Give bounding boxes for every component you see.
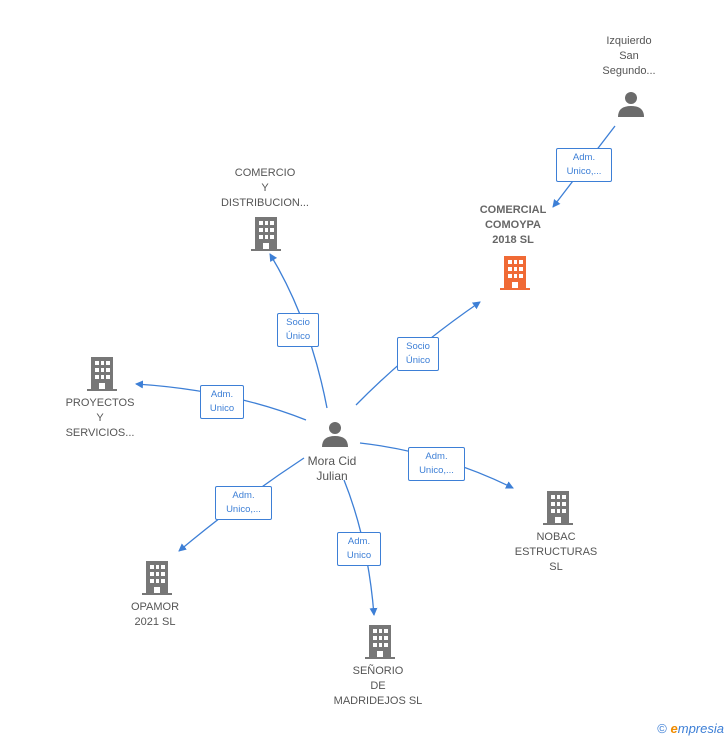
- node-label-comercio[interactable]: COMERCIO Y DISTRIBUCION...: [195, 166, 335, 211]
- node-label-nobac[interactable]: NOBAC ESTRUCTURAS SL: [486, 530, 626, 575]
- label-line: ESTRUCTURAS: [514, 546, 598, 558]
- person-icon[interactable]: [321, 420, 349, 448]
- edge-label-center-comoypa[interactable]: Socio Único: [397, 337, 439, 371]
- node-label-izquierdo[interactable]: Izquierdo San Segundo...: [559, 34, 699, 79]
- edge-label-line: Adm.: [210, 389, 234, 400]
- building-icon[interactable]: [365, 625, 395, 659]
- edge-label-center-nobac[interactable]: Adm. Unico,...: [408, 447, 465, 481]
- edge-label-line: Unico,...: [419, 465, 454, 476]
- label-line: COMERCIO: [234, 167, 296, 179]
- edge-label-center-comercio[interactable]: Socio Único: [277, 313, 319, 347]
- edge-label-line: Socio: [406, 341, 430, 352]
- label-line: Y: [261, 182, 269, 194]
- label-line: COMOYPA: [484, 219, 542, 231]
- person-icon[interactable]: [617, 90, 645, 118]
- label-line: NOBAC: [536, 531, 576, 543]
- node-label-opamor[interactable]: OPAMOR 2021 SL: [85, 600, 225, 630]
- label-line: Mora Cid: [307, 454, 357, 468]
- label-line: 2021 SL: [134, 616, 176, 628]
- edge-label-line: Adm.: [425, 451, 448, 462]
- brand-footer[interactable]: © empresia: [657, 721, 724, 736]
- edge-label-center-senorio[interactable]: Adm. Unico: [337, 532, 381, 566]
- label-line: DE: [370, 680, 386, 692]
- edge-label-line: Único: [285, 331, 311, 342]
- edge-label-line: Unico: [346, 550, 372, 561]
- edge-label-line: Adm.: [572, 152, 596, 163]
- brand-name: mpresia: [677, 721, 724, 736]
- edge-label-line: Único: [405, 355, 431, 366]
- label-line: MADRIDEJOS SL: [333, 695, 423, 707]
- label-line: PROYECTOS: [65, 397, 135, 409]
- label-line: Julian: [316, 469, 348, 483]
- edge-label-line: Unico,...: [226, 504, 261, 515]
- edge-label-line: Unico: [209, 403, 235, 414]
- label-line: COMERCIAL: [479, 204, 547, 216]
- node-label-senorio[interactable]: SEÑORIO DE MADRIDEJOS SL: [308, 664, 448, 709]
- edge-label-line: Socio: [286, 317, 310, 328]
- edge-label-izquierdo-comoypa[interactable]: Adm. Unico,...: [556, 148, 612, 182]
- label-line: DISTRIBUCION...: [220, 197, 309, 209]
- label-line: San: [619, 50, 639, 62]
- edge-label-center-proyectos[interactable]: Adm. Unico: [200, 385, 244, 419]
- label-line: Y: [96, 412, 104, 424]
- building-icon[interactable]: [87, 357, 117, 391]
- label-line: SL: [549, 561, 563, 573]
- building-icon[interactable]: [251, 217, 281, 251]
- building-icon[interactable]: [500, 256, 530, 290]
- edge-label-center-opamor[interactable]: Adm. Unico,...: [215, 486, 272, 520]
- copyright-icon: ©: [657, 721, 667, 736]
- building-icon[interactable]: [142, 561, 172, 595]
- node-label-center[interactable]: Mora Cid Julian: [262, 454, 402, 484]
- label-line: SERVICIOS...: [65, 427, 135, 439]
- label-line: 2018 SL: [492, 234, 534, 246]
- node-label-proyectos[interactable]: PROYECTOS Y SERVICIOS...: [30, 396, 170, 441]
- label-line: OPAMOR: [130, 601, 180, 613]
- label-line: Segundo...: [602, 65, 656, 77]
- node-label-comercial-comoypa[interactable]: COMERCIAL COMOYPA 2018 SL: [443, 203, 583, 248]
- brand-mark: e: [670, 721, 678, 736]
- building-icon[interactable]: [543, 491, 573, 525]
- label-line: SEÑORIO: [352, 665, 404, 677]
- label-line: Izquierdo: [606, 35, 652, 47]
- edge-label-line: Adm.: [232, 490, 255, 501]
- edge-label-line: Unico,...: [566, 166, 602, 177]
- edge-label-line: Adm.: [347, 536, 371, 547]
